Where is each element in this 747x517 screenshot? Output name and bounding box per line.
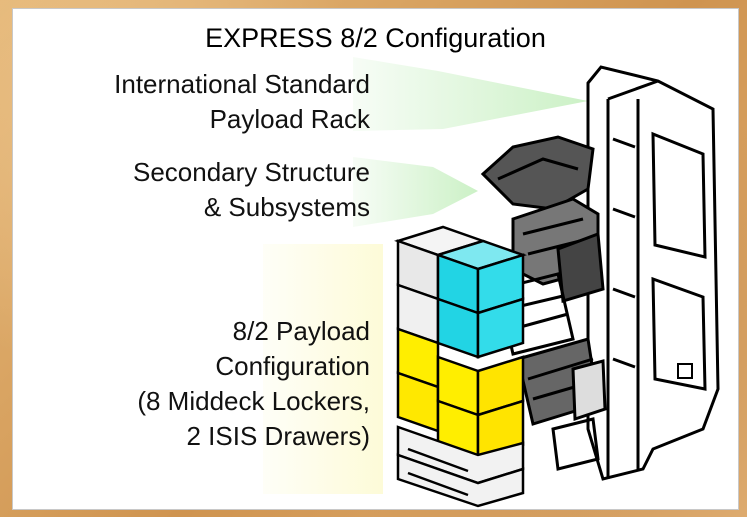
- secondary-structure-label: Secondary Structure & Subsystems: [133, 155, 370, 225]
- locker-stack: [394, 225, 527, 508]
- diagram-illustration: [263, 57, 720, 508]
- diagram-title: EXPRESS 8/2 Configuration: [205, 23, 546, 53]
- payload-label-line-2: Configuration: [215, 351, 370, 381]
- payload-label-line-1: 8/2 Payload: [232, 316, 370, 346]
- rack-label-line-2: Payload Rack: [209, 104, 370, 134]
- secondary-label-line-1: Secondary Structure: [132, 157, 370, 187]
- payload-label-line-3: (8 Middeck Lockers,: [137, 386, 370, 416]
- payload-highlight: [263, 244, 383, 494]
- rack-label-line-1: International Standard: [114, 69, 370, 99]
- secondary-pointer: [353, 157, 478, 227]
- secondary-label-line-2: & Subsystems: [203, 192, 370, 222]
- diagram-panel: EXPRESS 8/2 Configuration International …: [12, 8, 739, 510]
- payload-rack: [586, 65, 720, 481]
- payload-label-line-4: 2 ISIS Drawers): [186, 421, 371, 451]
- payload-configuration-label: 8/2 Payload Configuration (8 Middeck Loc…: [137, 314, 370, 454]
- rack-pointer: [353, 57, 588, 131]
- rack-label: International Standard Payload Rack: [114, 67, 370, 137]
